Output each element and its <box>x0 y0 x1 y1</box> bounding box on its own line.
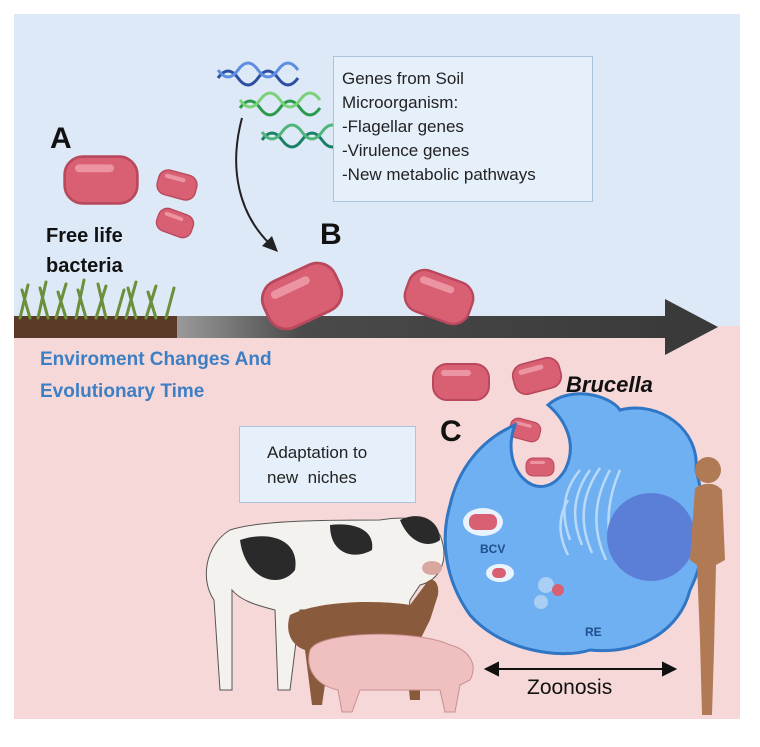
cow-illustration <box>205 516 445 691</box>
nucleus <box>607 493 695 581</box>
gene-transfer-arrow <box>235 117 278 252</box>
host-macrophage-cell <box>443 392 706 656</box>
human-figure <box>690 457 725 715</box>
adaptation-line: new niches <box>267 468 357 487</box>
soil-with-grass <box>14 278 177 338</box>
adaptation-line: Adaptation to <box>267 443 368 462</box>
re-label: RE <box>585 625 602 639</box>
label-c: C <box>440 415 462 448</box>
adaptation-info-box: Adaptation to new niches <box>239 426 416 503</box>
bacteria-c4 <box>525 457 555 477</box>
genes-line: -Flagellar genes <box>342 117 464 136</box>
brucella-label: Brucella <box>566 372 653 397</box>
genes-line: -New metabolic pathways <box>342 165 536 184</box>
genes-line: Genes from Soil <box>342 69 464 88</box>
genes-line: -Virulence genes <box>342 141 470 160</box>
bacteria-c1 <box>432 363 490 401</box>
label-b: B <box>320 218 342 251</box>
environment-changes-label: Enviroment Changes And Evolutionary Time <box>40 349 272 402</box>
label-a: A <box>50 122 72 155</box>
bacteria-large-a <box>63 155 139 205</box>
genes-info-box: Genes from Soil Microorganism: -Flagella… <box>333 56 593 202</box>
pig-illustration <box>308 633 474 713</box>
zoonosis-label: Zoonosis <box>527 676 613 699</box>
dna-helix-icon <box>216 61 344 149</box>
free-life-bacteria-label: Free life bacteria <box>46 225 123 277</box>
genes-line: Microorganism: <box>342 93 459 112</box>
zoonosis-arrow <box>483 661 678 677</box>
bcv-label: BCV <box>480 542 506 556</box>
